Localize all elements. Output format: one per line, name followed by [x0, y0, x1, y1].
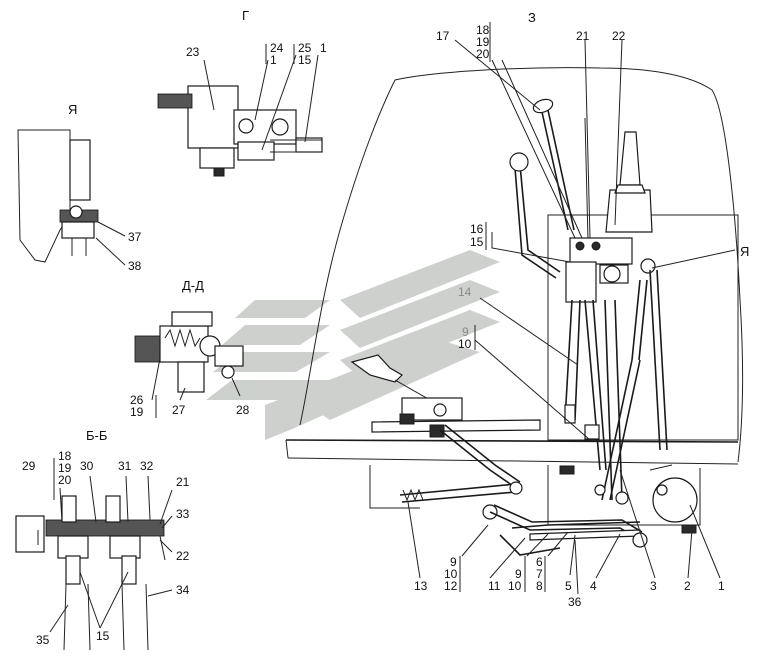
view-title-dd: Д-Д: [182, 278, 204, 293]
view-g-detail: [157, 44, 323, 177]
callout: 20: [58, 473, 72, 487]
callout: 22: [612, 29, 626, 43]
callout: 22: [176, 549, 190, 563]
lever-17-shaft: [519, 164, 561, 273]
part-38: [61, 221, 95, 239]
joystick-boot: [605, 189, 653, 233]
callout: 24: [270, 41, 284, 55]
rod-right: [631, 279, 641, 361]
callout: 13: [414, 579, 428, 593]
callout: 19: [130, 405, 144, 419]
lever-17-knob: [509, 152, 529, 172]
callout: 34: [176, 583, 190, 597]
callout: 28: [236, 403, 250, 417]
pedal-bracket: [401, 397, 463, 421]
main-assembly-view: [285, 22, 744, 595]
rod-13: [399, 483, 517, 496]
part-29: [15, 515, 45, 553]
lower-housing: [547, 465, 701, 526]
callout: 27: [172, 403, 186, 417]
callout: 10: [508, 579, 522, 593]
view-bb-detail: [15, 458, 173, 651]
drum: [652, 477, 698, 523]
view-title-bb: Б-Б: [86, 428, 107, 443]
view-title-g: Г: [242, 8, 249, 23]
callout: 33: [176, 507, 190, 521]
part-23: [187, 85, 239, 149]
callout: 19: [476, 35, 490, 49]
callout: 1: [320, 41, 327, 55]
callout: 30: [80, 459, 94, 473]
callout: 25: [298, 41, 312, 55]
callout: 20: [476, 47, 490, 61]
callout: 38: [128, 259, 142, 273]
pedal: [350, 354, 403, 383]
callout: 5: [565, 579, 572, 593]
floor-line: [285, 439, 739, 443]
callout: 14: [458, 285, 472, 299]
callout: 35: [36, 633, 50, 647]
callout: 10: [458, 337, 472, 351]
view-dd-detail: [134, 311, 244, 418]
rod-14: [564, 299, 573, 421]
callout: 37: [128, 230, 142, 244]
callout: 1: [718, 579, 725, 593]
callout: 21: [576, 29, 590, 43]
callout: 23: [186, 45, 200, 59]
callout: 2: [684, 579, 691, 593]
callout: 15: [470, 235, 484, 249]
callout: 8: [536, 579, 543, 593]
callout: 31: [118, 459, 132, 473]
callout: 9: [515, 567, 522, 581]
view-ref-ya: Я: [740, 244, 749, 259]
watermark-logo: [206, 250, 500, 440]
lever-18-shaft: [541, 111, 569, 231]
rod-mid: [584, 299, 601, 471]
rod-long: [614, 299, 623, 501]
shaft-33: [45, 519, 165, 537]
callout: 7: [536, 567, 543, 581]
callout: 18: [476, 23, 490, 37]
view-title-z: З: [528, 10, 536, 25]
callout: 10: [444, 567, 458, 581]
lever-18-knob: [532, 98, 554, 114]
callout: 29: [22, 459, 36, 473]
floor-under: [287, 457, 739, 465]
callout: 26: [130, 393, 144, 407]
view-ya-detail: [17, 129, 126, 266]
callout: 21: [176, 475, 190, 489]
callout: 11: [488, 579, 501, 593]
callout: 32: [140, 459, 154, 473]
callout: 17: [436, 29, 450, 43]
callout: 18: [58, 449, 72, 463]
view-title-ya: Я: [68, 102, 77, 117]
callout: 1: [270, 53, 277, 67]
callout: 19: [58, 461, 72, 475]
part-28: [221, 365, 235, 379]
callout: 15: [298, 53, 312, 67]
callout: 3: [650, 579, 657, 593]
callout: 12: [444, 579, 458, 593]
callout: 15: [96, 629, 110, 643]
pedal-platform: [371, 419, 541, 433]
cab-outline: [299, 67, 744, 463]
callout: 36: [568, 595, 582, 609]
link-13: [439, 429, 517, 489]
callout: 9: [450, 555, 457, 569]
joystick-grip: [619, 131, 641, 186]
callout: 4: [590, 579, 597, 593]
callout: 9: [462, 325, 469, 339]
callout: 16: [470, 222, 484, 236]
callout: 6: [536, 555, 543, 569]
